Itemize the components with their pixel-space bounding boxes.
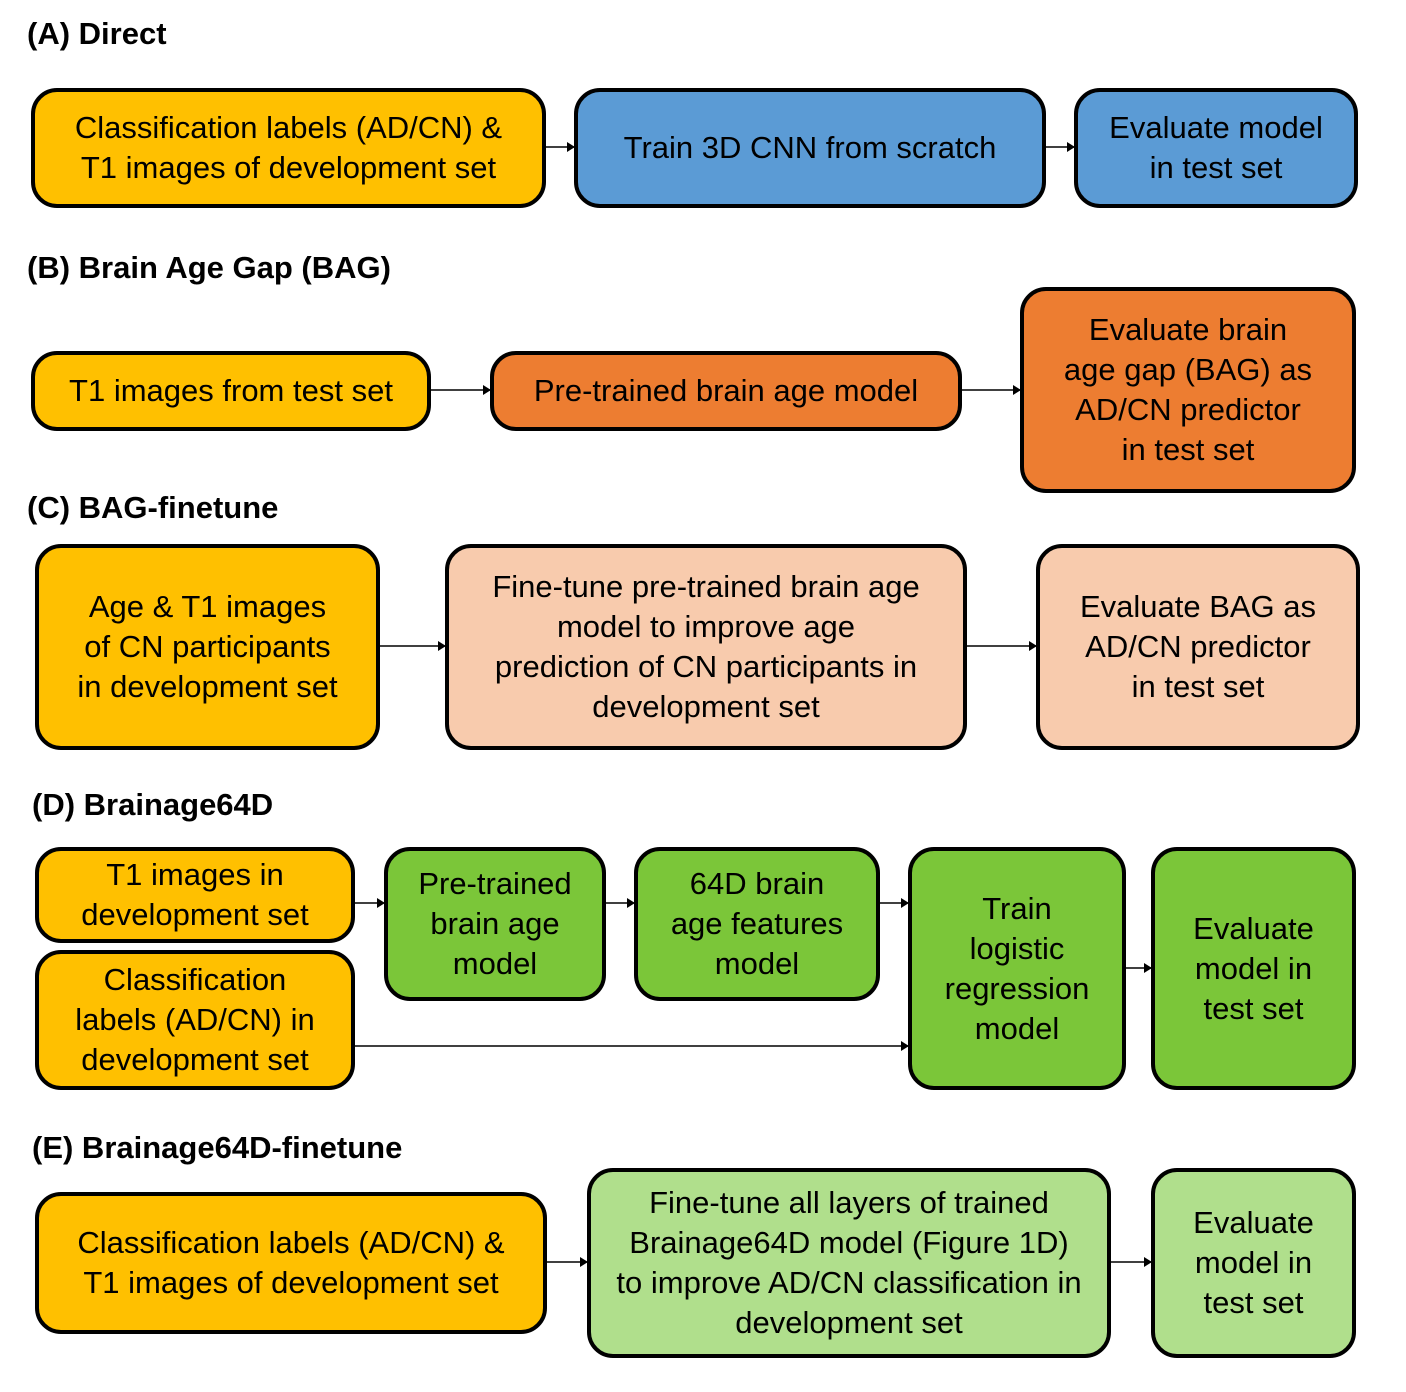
panel-d-labels-label: Classification labels (AD/CN) in develop… <box>75 962 315 1077</box>
panel-d-t1-box: T1 images in development set <box>35 847 355 943</box>
panel-d-logistic-box: Train logistic regression model <box>908 847 1126 1090</box>
panel-a-evaluate-box: Evaluate model in test set <box>1074 88 1358 208</box>
panel-e-evaluate-box: Evaluate model in test set <box>1151 1168 1356 1358</box>
panel-e-evaluate-label: Evaluate model in test set <box>1193 1205 1314 1320</box>
panel-e-title: (E) Brainage64D-finetune <box>32 1130 403 1165</box>
panel-d-evaluate-box: Evaluate model in test set <box>1151 847 1356 1090</box>
panel-a-input-label: Classification labels (AD/CN) & T1 image… <box>74 110 503 185</box>
panel-c-finetune-label: Fine-tune pre-trained brain age model to… <box>492 569 920 724</box>
panel-e-finetune-box: Fine-tune all layers of trained Brainage… <box>587 1168 1111 1358</box>
panel-d-features-label: 64D brain age features model <box>670 866 844 981</box>
panel-e-finetune-label: Fine-tune all layers of trained Brainage… <box>616 1185 1082 1340</box>
panel-b-title: (B) Brain Age Gap (BAG) <box>27 250 391 285</box>
panel-a-title: (A) Direct <box>27 16 167 51</box>
panel-b-input-box: T1 images from test set <box>31 351 431 431</box>
panel-b-model-box: Pre-trained brain age model <box>490 351 962 431</box>
panel-c-evaluate-label: Evaluate BAG as AD/CN predictor in test … <box>1079 589 1317 704</box>
panel-d-t1-label: T1 images in development set <box>81 857 309 932</box>
panel-d-logistic-label: Train logistic regression model <box>944 890 1090 1046</box>
panel-c-input-label: Age & T1 images of CN participants in de… <box>77 589 338 704</box>
panel-d-pretrained-box: Pre-trained brain age model <box>384 847 606 1001</box>
panel-d-evaluate-label: Evaluate model in test set <box>1193 910 1314 1026</box>
panel-c-evaluate-box: Evaluate BAG as AD/CN predictor in test … <box>1036 544 1360 750</box>
panel-e-input-label: Classification labels (AD/CN) & T1 image… <box>77 1225 505 1300</box>
panel-a-evaluate-label: Evaluate model in test set <box>1109 110 1323 185</box>
panel-d-features-box: 64D brain age features model <box>634 847 880 1001</box>
panel-a-input-box: Classification labels (AD/CN) & T1 image… <box>31 88 546 208</box>
panel-a-train-label: Train 3D CNN from scratch <box>623 130 997 165</box>
panel-d-labels-box: Classification labels (AD/CN) in develop… <box>35 950 355 1090</box>
panel-b-input-label: T1 images from test set <box>69 373 393 408</box>
panel-c-finetune-box: Fine-tune pre-trained brain age model to… <box>445 544 967 750</box>
panel-d-pretrained-label: Pre-trained brain age model <box>418 866 572 981</box>
panel-e-input-box: Classification labels (AD/CN) & T1 image… <box>35 1192 547 1334</box>
panel-b-evaluate-box: Evaluate brain age gap (BAG) as AD/CN pr… <box>1020 287 1356 493</box>
panel-d-title: (D) Brainage64D <box>32 787 274 822</box>
panel-b-evaluate-label: Evaluate brain age gap (BAG) as AD/CN pr… <box>1063 312 1313 467</box>
panel-b-model-label: Pre-trained brain age model <box>533 373 919 408</box>
panel-c-input-box: Age & T1 images of CN participants in de… <box>35 544 380 750</box>
panel-c-title: (C) BAG-finetune <box>27 490 279 525</box>
panel-a-train-box: Train 3D CNN from scratch <box>574 88 1046 208</box>
